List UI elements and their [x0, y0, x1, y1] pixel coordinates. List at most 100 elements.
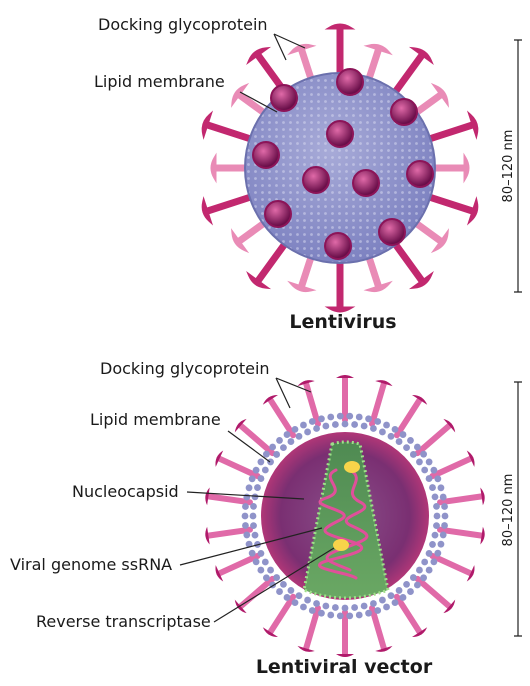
glycoprotein-knob — [324, 232, 352, 260]
membrane-bead — [318, 609, 325, 617]
vector-spike-head — [480, 487, 485, 506]
membrane-bead — [416, 458, 423, 466]
membrane-bead — [379, 596, 386, 604]
glycoprotein-spike-head — [430, 228, 449, 254]
membrane-bead — [413, 581, 421, 589]
glycoprotein-spike-head — [201, 110, 214, 140]
glycoprotein-knob — [252, 141, 280, 169]
membrane-bead — [291, 425, 299, 433]
vector-spike-head — [375, 380, 393, 387]
membrane-bead — [295, 592, 303, 600]
membrane-bead — [365, 415, 372, 423]
membrane-bead — [416, 566, 423, 574]
glycoprotein-spike-head — [408, 270, 434, 290]
membrane-bead — [280, 444, 287, 452]
glycoprotein-spike-head — [231, 228, 250, 254]
membrane-bead — [430, 466, 438, 474]
glycoprotein-spike-head — [287, 43, 317, 56]
leader-docking-top — [273, 33, 306, 61]
label-nucleocapsid: Nucleocapsid — [72, 482, 179, 501]
membrane-bead — [407, 437, 414, 444]
lentiviral-vector-group: Docking glycoprotein Lipid membrane Nucl… — [10, 359, 522, 678]
vector-glycoprotein-spike — [369, 380, 387, 427]
membrane-bead — [365, 609, 372, 617]
membrane-bead — [439, 493, 447, 501]
label-docking-top: Docking glycoprotein — [98, 15, 268, 34]
membrane-bead — [383, 421, 390, 429]
membrane-bead — [248, 549, 256, 557]
membrane-bead — [420, 574, 428, 582]
glycoprotein-spike-head — [463, 152, 470, 184]
membrane-bead — [407, 588, 414, 595]
membrane-bead — [257, 566, 265, 574]
membrane-bead — [346, 612, 354, 620]
membrane-bead — [257, 475, 265, 482]
vector-glycoprotein-spike — [429, 552, 474, 577]
membrane-bead — [425, 550, 433, 557]
vector-glycoprotein-spike — [429, 455, 474, 480]
glycoprotein-spike-head — [287, 280, 317, 293]
vector-spike-head — [234, 418, 247, 433]
membrane-bead — [431, 531, 439, 539]
membrane-bead — [250, 502, 257, 510]
vector-glycoprotein-spike — [237, 422, 276, 457]
vector-spike-head — [466, 565, 475, 582]
label-lipid-bottom: Lipid membrane — [90, 410, 221, 429]
glycoprotein-spike-head — [466, 196, 479, 226]
membrane-bead — [242, 503, 249, 510]
scale-label-top: 80–120 nm — [501, 130, 516, 203]
membrane-bead — [437, 484, 445, 492]
membrane-bead — [261, 466, 269, 474]
membrane-bead — [257, 550, 265, 557]
vector-spike-head — [234, 599, 247, 614]
membrane-bead — [387, 592, 395, 600]
vector-glycoprotein-spike — [267, 593, 297, 636]
membrane-bead — [300, 603, 307, 611]
vector-spike-head — [297, 380, 315, 387]
glycoprotein-knob — [352, 169, 380, 197]
membrane-bead — [336, 412, 344, 420]
membrane-bead — [395, 438, 403, 445]
membrane-bead — [241, 512, 249, 520]
membrane-bead — [409, 574, 417, 581]
membrane-bead — [257, 458, 265, 466]
membrane-bead — [252, 558, 260, 566]
membrane-bead — [318, 415, 325, 423]
glycoprotein-knob — [406, 160, 434, 188]
viral-genome-rna — [318, 468, 369, 580]
membrane-bead — [261, 558, 269, 566]
membrane-bead — [433, 502, 440, 510]
vector-spike-head — [412, 627, 428, 637]
glycoprotein-knob — [390, 98, 418, 126]
lipid-membrane-beads — [241, 412, 449, 620]
membrane-bead — [425, 475, 433, 482]
leader-lipid-top — [239, 91, 278, 113]
vector-spike-head — [466, 450, 475, 467]
lipid-membrane-texture — [245, 73, 435, 263]
glycoprotein-knob — [336, 68, 364, 96]
membrane-bead — [355, 611, 363, 619]
membrane-bead — [251, 531, 259, 539]
vector-spike-head — [336, 654, 354, 657]
membrane-bead — [336, 612, 344, 620]
membrane-bead — [391, 425, 399, 433]
membrane-bead — [283, 431, 291, 438]
membrane-bead — [341, 604, 349, 612]
glycoprotein-spike-head — [210, 152, 217, 184]
vector-spike-head — [262, 395, 278, 405]
title-lentivirus: Lentivirus — [289, 311, 396, 333]
membrane-bead — [383, 603, 390, 611]
membrane-bead — [399, 594, 407, 601]
membrane-bead — [249, 512, 257, 520]
docking-glycoprotein-spikes-vector — [205, 375, 485, 657]
vector-glycoprotein-spike — [393, 396, 423, 439]
glycoprotein-spike-head — [466, 110, 479, 140]
membrane-bead — [379, 428, 386, 436]
membrane-bead — [262, 574, 270, 582]
membrane-bead — [295, 432, 303, 440]
vector-glycoprotein-spike — [216, 455, 261, 480]
membrane-bead — [313, 425, 320, 432]
glycoprotein-spike-head — [430, 82, 449, 108]
membrane-bead — [322, 602, 330, 610]
